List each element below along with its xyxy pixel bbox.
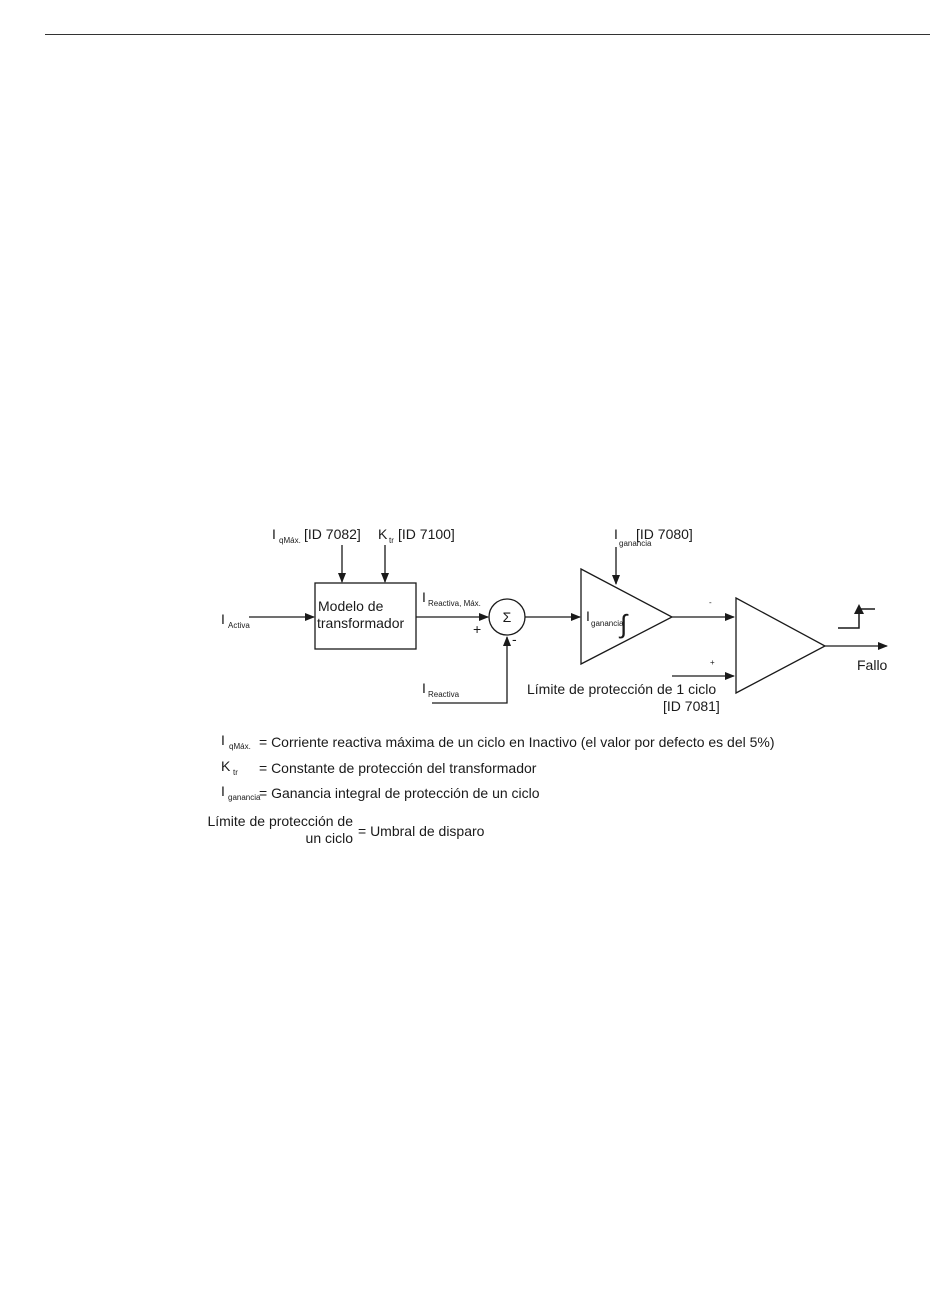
svg-text:= Constante de protección del: = Constante de protección del transforma… [259, 760, 537, 776]
svg-text:[ID 7100]: [ID 7100] [398, 526, 455, 542]
ireactiva-input-label: I Reactiva [422, 680, 460, 699]
comparator-block [735, 596, 827, 695]
limit-label-line2: [ID 7081] [663, 698, 720, 714]
svg-text:I: I [422, 589, 426, 605]
svg-text:tr: tr [233, 768, 238, 777]
svg-text:K: K [378, 526, 388, 542]
integral-symbol: ∫ [618, 609, 629, 639]
integrator-label: I ganancia [586, 608, 624, 628]
svg-text:= Corriente reactiva máxima de: = Corriente reactiva máxima de un ciclo … [259, 734, 775, 750]
svg-text:I: I [221, 783, 225, 799]
svg-text:Reactiva: Reactiva [428, 690, 460, 699]
model-label-line2: transformador [317, 615, 404, 631]
svg-text:Límite de protección de: Límite de protección de [207, 813, 353, 829]
svg-text:= Umbral de disparo: = Umbral de disparo [358, 823, 485, 839]
svg-text:= Ganancia integral de protecc: = Ganancia integral de protección de un … [259, 785, 540, 801]
svg-text:Reactiva, Máx.: Reactiva, Máx. [428, 599, 481, 608]
iganancia-input-label: I ganancia [ID 7080] [614, 526, 693, 548]
svg-text:I: I [614, 526, 618, 542]
integrator-block [580, 567, 674, 666]
svg-text:[ID 7080]: [ID 7080] [636, 526, 693, 542]
svg-text:I: I [586, 608, 590, 624]
legend-item-limit: Límite de protección de un ciclo = Umbra… [207, 813, 484, 846]
svg-text:I: I [422, 680, 426, 696]
legend-item-iganancia: I ganancia = Ganancia integral de protec… [221, 783, 540, 802]
transformer-model-block [314, 582, 417, 650]
fault-output-label: Fallo [857, 657, 888, 673]
legend-item-iqmax: I qMáx. = Corriente reactiva máxima de u… [221, 732, 775, 751]
svg-text:un ciclo: un ciclo [306, 830, 354, 846]
comparator-minus-sign: - [709, 598, 712, 607]
legend-item-ktr: K tr = Constante de protección del trans… [221, 758, 537, 777]
comparator-plus-sign: + [710, 658, 715, 667]
svg-text:qMáx.: qMáx. [279, 536, 301, 545]
svg-text:K: K [221, 758, 231, 774]
sum-minus-sign: - [512, 631, 517, 647]
svg-text:I: I [221, 732, 225, 748]
svg-text:qMáx.: qMáx. [229, 742, 251, 751]
svg-text:Activa: Activa [228, 621, 250, 630]
ktr-input-label: K tr [ID 7100] [378, 526, 455, 545]
svg-text:I: I [221, 611, 225, 627]
step-icon [838, 608, 875, 629]
sum-symbol: Σ [503, 609, 512, 625]
svg-text:ganancia: ganancia [591, 619, 624, 628]
header-rule [45, 34, 930, 35]
limit-label-line1: Límite de protección de 1 ciclo [527, 681, 716, 697]
svg-text:I: I [272, 526, 276, 542]
iactiva-input-label: I Activa [221, 611, 250, 630]
step-arrow-icon [854, 604, 864, 614]
sum-plus-sign: + [473, 621, 481, 637]
svg-text:ganancia: ganancia [228, 793, 261, 802]
svg-text:tr: tr [389, 536, 394, 545]
model-label-line1: Modelo de [318, 598, 384, 614]
ireactiva-feedback-arrow [432, 636, 511, 704]
ireactiva-max-label: I Reactiva, Máx. [422, 589, 481, 608]
svg-text:[ID 7082]: [ID 7082] [304, 526, 361, 542]
svg-text:ganancia: ganancia [619, 539, 652, 548]
iqmax-input-label: I qMáx. [ID 7082] [272, 526, 361, 545]
